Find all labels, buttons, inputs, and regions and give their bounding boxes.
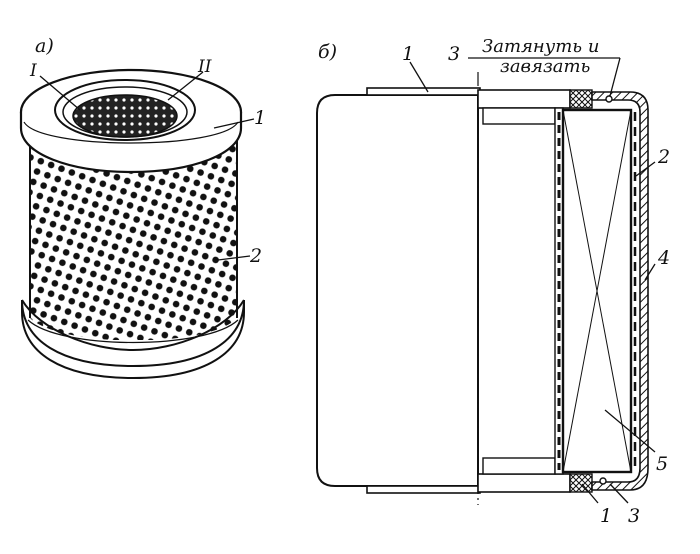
instruction-line-2: завязать xyxy=(500,56,590,77)
label-a-two: 2 xyxy=(249,245,262,267)
bottom-flange xyxy=(21,299,245,380)
label-b-top-three: 3 xyxy=(448,43,460,65)
label-b-right-five: 5 xyxy=(656,453,668,475)
panel-b: б) xyxy=(316,36,670,527)
panel-b-leaders xyxy=(409,57,656,504)
inner-perforated-core xyxy=(72,94,178,138)
label-b-bottom-three: 3 xyxy=(628,505,640,527)
filter-section-view xyxy=(477,89,649,493)
label-a-roman-one: I xyxy=(29,61,37,81)
label-b-top-one: 1 xyxy=(402,43,414,65)
tie-cord-bottom xyxy=(599,477,607,485)
filter-element xyxy=(561,108,633,474)
panel-a: а) I xyxy=(19,35,266,380)
tie-cord-top xyxy=(605,95,613,103)
label-b-right-four: 4 xyxy=(657,247,670,269)
seal-bottom xyxy=(569,473,593,493)
label-b-right-two: 2 xyxy=(657,146,670,168)
label-b-bottom-one: 1 xyxy=(600,505,612,527)
panel-a-leaders xyxy=(39,71,255,261)
filter-side-view xyxy=(316,87,481,494)
label-a-one: 1 xyxy=(254,107,266,129)
seal-top xyxy=(569,89,593,109)
panel-a-marker: а) xyxy=(35,35,54,57)
instruction-line-1: Затянуть и xyxy=(482,36,599,57)
label-a-roman-two: II xyxy=(197,57,212,77)
top-flange xyxy=(19,68,243,174)
panel-b-marker: б) xyxy=(318,41,337,63)
outer-cover-wrap xyxy=(591,91,649,491)
